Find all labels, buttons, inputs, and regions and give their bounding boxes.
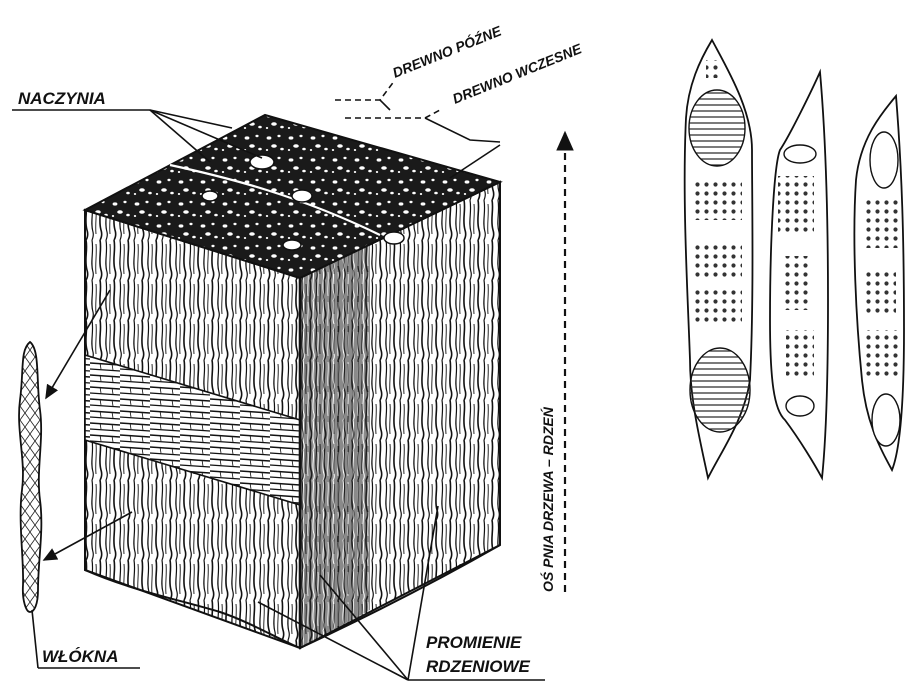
vessel-element-2 bbox=[770, 72, 828, 478]
block-side-vessel-zone bbox=[300, 245, 370, 648]
label-fibers: WŁÓKNA bbox=[42, 647, 118, 666]
label-axis: OŚ PNIA DRZEWA – RDZEŃ bbox=[539, 406, 556, 592]
label-rays-line1: PROMIENIE bbox=[426, 633, 522, 652]
label-latewood: DREWNO PÓŹNE bbox=[390, 21, 504, 80]
vessel-element-1 bbox=[685, 40, 753, 478]
fiber-cell bbox=[19, 342, 41, 612]
vessel-element-3 bbox=[854, 96, 904, 470]
label-rays-line2: RDZENIOWE bbox=[426, 657, 531, 676]
wood-block bbox=[85, 115, 500, 648]
label-vessels: NACZYNIA bbox=[18, 89, 106, 108]
